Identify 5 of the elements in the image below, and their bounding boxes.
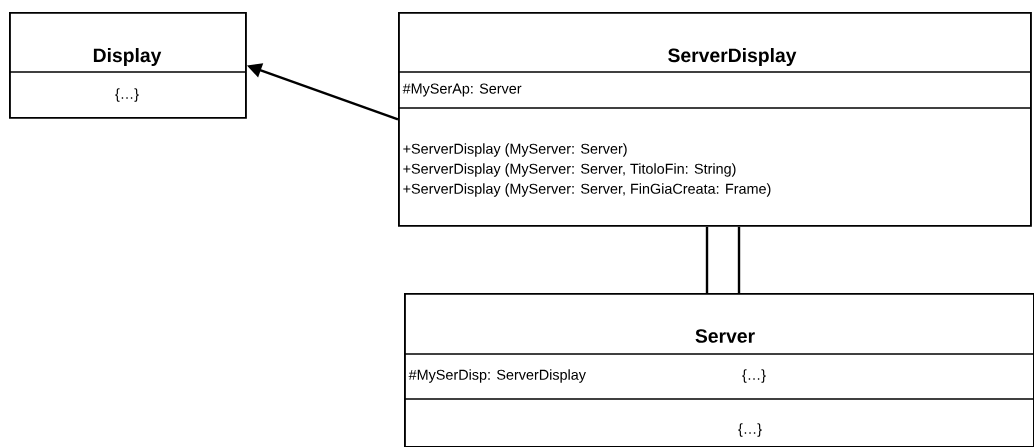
connector-line <box>737 226 741 293</box>
connector-line <box>705 226 709 293</box>
class-box: ServerDisplay #MySerAp: Server +ServerDisplay (MyServer: Server) +ServerDisplay (MyServer: Server, TitoloFin: String) +ServerDisplay (MyServer: Server, FinGiaCreata: Frame) <box>397 12 1032 227</box>
class-box: Display {…} <box>8 12 247 119</box>
class-box: Server #MySerDisp: ServerDisplay {…} {…} <box>403 293 1034 447</box>
